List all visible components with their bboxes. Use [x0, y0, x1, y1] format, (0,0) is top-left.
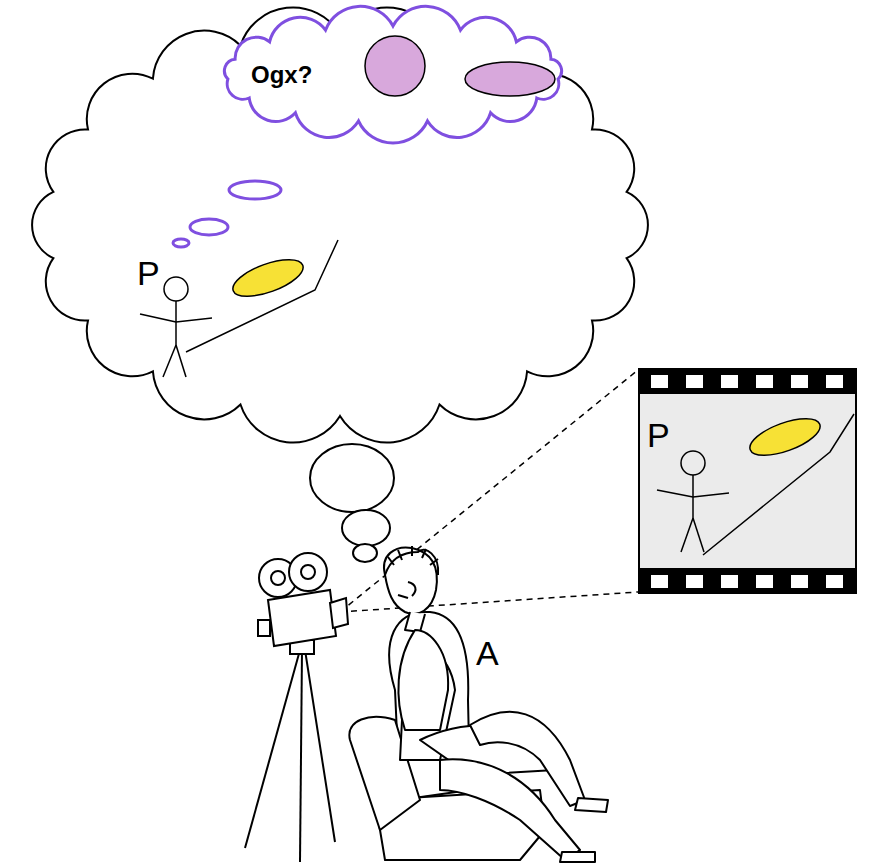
person-label: A — [476, 634, 499, 673]
view-line — [340, 370, 638, 612]
stick-figure — [657, 451, 729, 552]
viewer-in-armchair — [349, 546, 608, 862]
cloud-outline — [207, 6, 579, 142]
thought-bubble — [190, 219, 228, 235]
view-line — [340, 592, 638, 612]
ramp-line — [703, 414, 854, 555]
film-strip — [638, 368, 857, 594]
cloud-shape — [32, 7, 648, 442]
cloud-shape — [224, 6, 561, 143]
cloud-outline — [15, 0, 665, 450]
stick-figure — [140, 277, 212, 377]
thought-bubble — [353, 544, 377, 562]
ramp-line — [186, 240, 338, 352]
disc-object — [228, 252, 307, 304]
film-frame: P — [638, 368, 857, 594]
figure-label: P — [137, 254, 160, 293]
flat-object — [465, 62, 555, 96]
round-object — [365, 36, 425, 96]
thought-bubble — [173, 239, 189, 247]
thought-text: Ogx? — [251, 61, 312, 89]
figure-label: P — [647, 416, 670, 455]
thought-cloud: Ogx? — [207, 6, 579, 142]
thought-bubble — [342, 510, 390, 546]
movie-camera — [245, 553, 348, 862]
disc-object — [745, 411, 824, 463]
thought-cloud: P Ogx? — [15, 0, 665, 450]
thought-bubble — [229, 181, 281, 199]
thought-bubble — [310, 444, 394, 512]
